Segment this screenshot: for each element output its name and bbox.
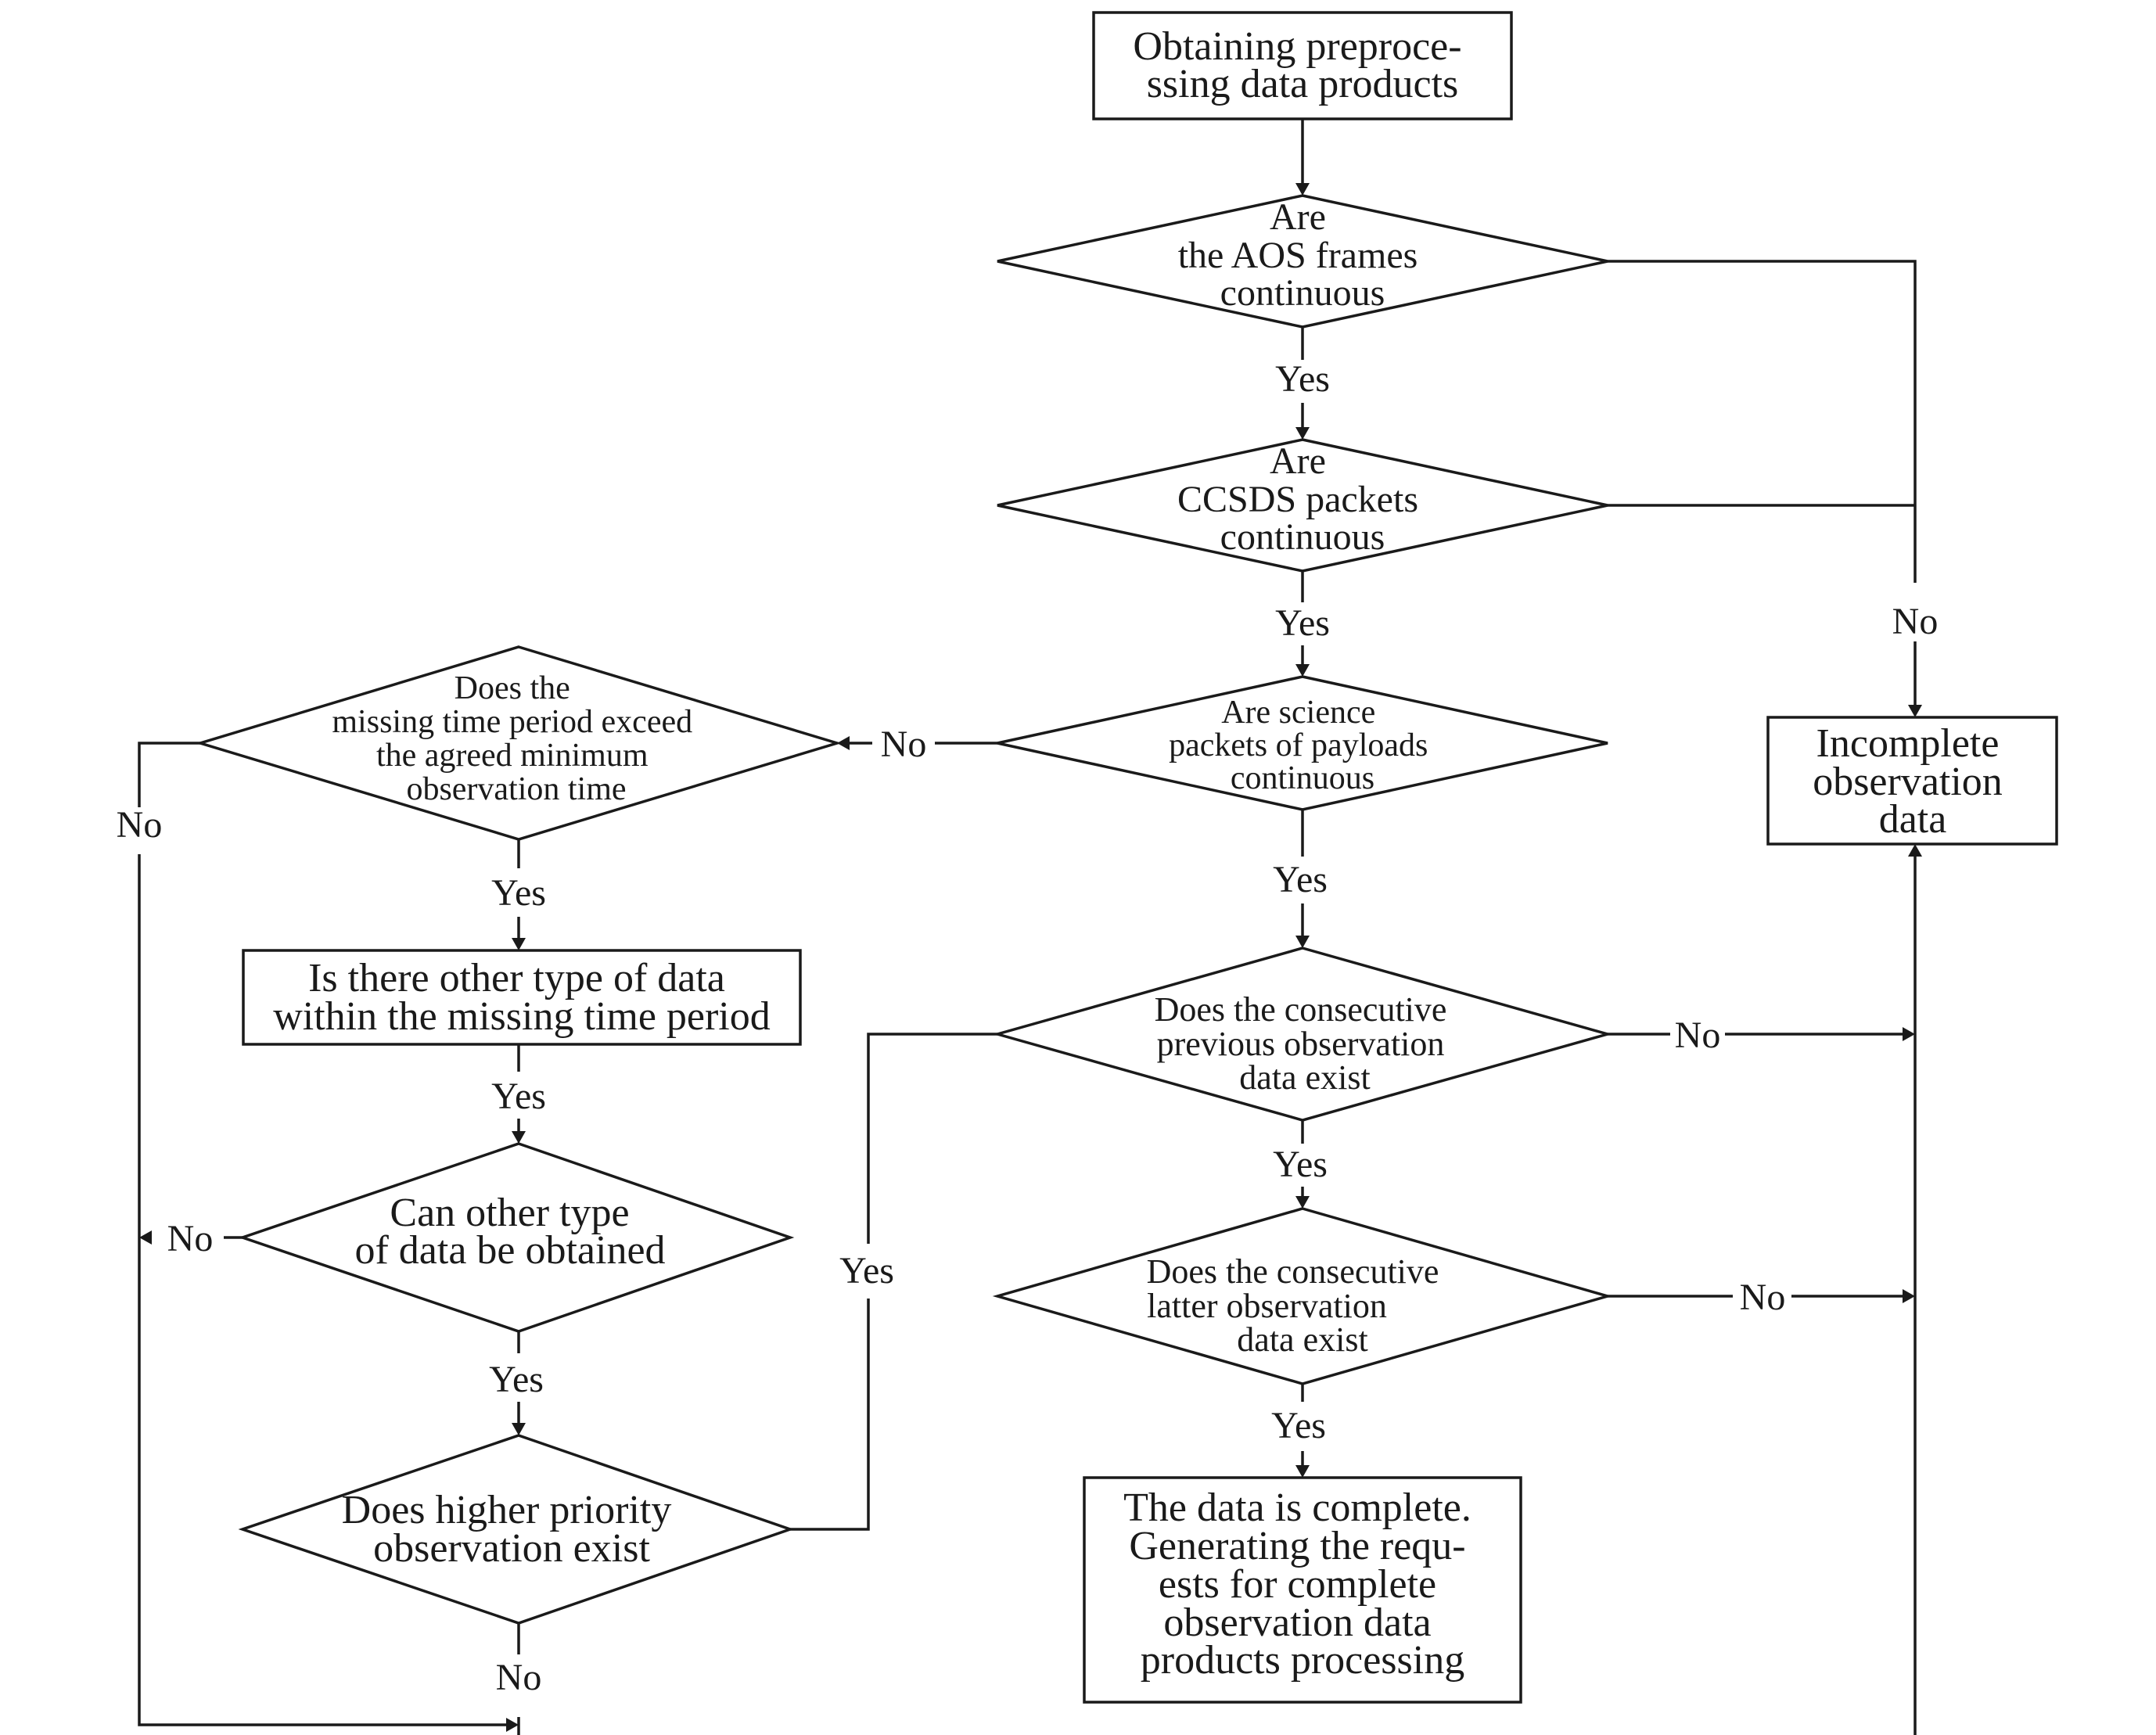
edge-label-no: No — [1740, 1277, 1786, 1318]
edge-label-no: No — [167, 1218, 214, 1259]
edge-label-yes: Yes — [491, 1076, 546, 1117]
arrowhead — [1903, 1027, 1915, 1041]
complete-box — [1083, 1476, 1522, 1704]
edge-label-no: No — [1675, 1015, 1721, 1056]
connector — [138, 742, 200, 807]
edge-label-yes: Yes — [1273, 1144, 1328, 1185]
arrowhead — [512, 1131, 526, 1144]
arrowhead — [837, 736, 850, 750]
edge-label-no: No — [1892, 601, 1939, 642]
connector — [790, 1299, 870, 1531]
other-data-label: Is there other type of data within the m… — [273, 956, 771, 1039]
arrowhead — [512, 1423, 526, 1435]
incomplete-label: Incomplete observation data — [1813, 721, 2013, 842]
other-obtain-label: Can other type of data be obtained — [354, 1191, 665, 1273]
connector — [867, 1033, 997, 1244]
arrowhead — [1295, 664, 1310, 677]
incomplete-box — [1766, 716, 2058, 846]
edge-label-no: No — [881, 724, 927, 765]
complete-label: The data is complete. Generating the req… — [1123, 1485, 1482, 1683]
missing-time-label: Does the missing time period exceed the … — [332, 670, 700, 807]
arrowhead — [1295, 1465, 1310, 1478]
edge-label-no: No — [496, 1657, 542, 1698]
ccsds-label: Are CCSDS packets continuous — [1177, 440, 1428, 558]
priority-label: Does higher priority observation exist — [342, 1488, 682, 1571]
connector — [1608, 260, 1917, 583]
edge-label-yes: Yes — [839, 1250, 894, 1291]
other-data-box — [242, 949, 802, 1046]
arrowhead — [512, 938, 526, 950]
arrowhead — [139, 1230, 152, 1245]
edge-label-no: No — [117, 804, 163, 846]
arrowhead — [506, 1718, 519, 1732]
arrowhead — [1903, 1289, 1915, 1303]
latter-label: Does the consecutive latter observation … — [1147, 1252, 1448, 1359]
connector — [517, 855, 1917, 1735]
arrowhead — [1295, 183, 1310, 196]
arrowhead — [1908, 844, 1922, 857]
connector — [138, 854, 508, 1726]
edge-label-yes: Yes — [489, 1359, 544, 1400]
arrowhead — [1295, 1196, 1310, 1209]
arrowhead — [1908, 705, 1922, 717]
edge-label-yes: Yes — [1275, 358, 1330, 400]
edge-label-yes: Yes — [1275, 602, 1330, 644]
aos-label: Are the AOS frames continuous — [1178, 196, 1428, 314]
edge-label-yes: Yes — [1271, 1405, 1326, 1446]
science-label: Are science packets of payloads continuo… — [1169, 695, 1436, 796]
edge-label-yes: Yes — [491, 872, 546, 914]
arrowhead — [1295, 427, 1310, 440]
start-label: Obtaining preproce- ssing data products — [1133, 24, 1471, 106]
previous-label: Does the consecutive previous observatio… — [1155, 990, 1456, 1097]
start-box — [1092, 11, 1513, 120]
arrowhead — [1295, 936, 1310, 948]
edge-label-yes: Yes — [1273, 859, 1328, 900]
